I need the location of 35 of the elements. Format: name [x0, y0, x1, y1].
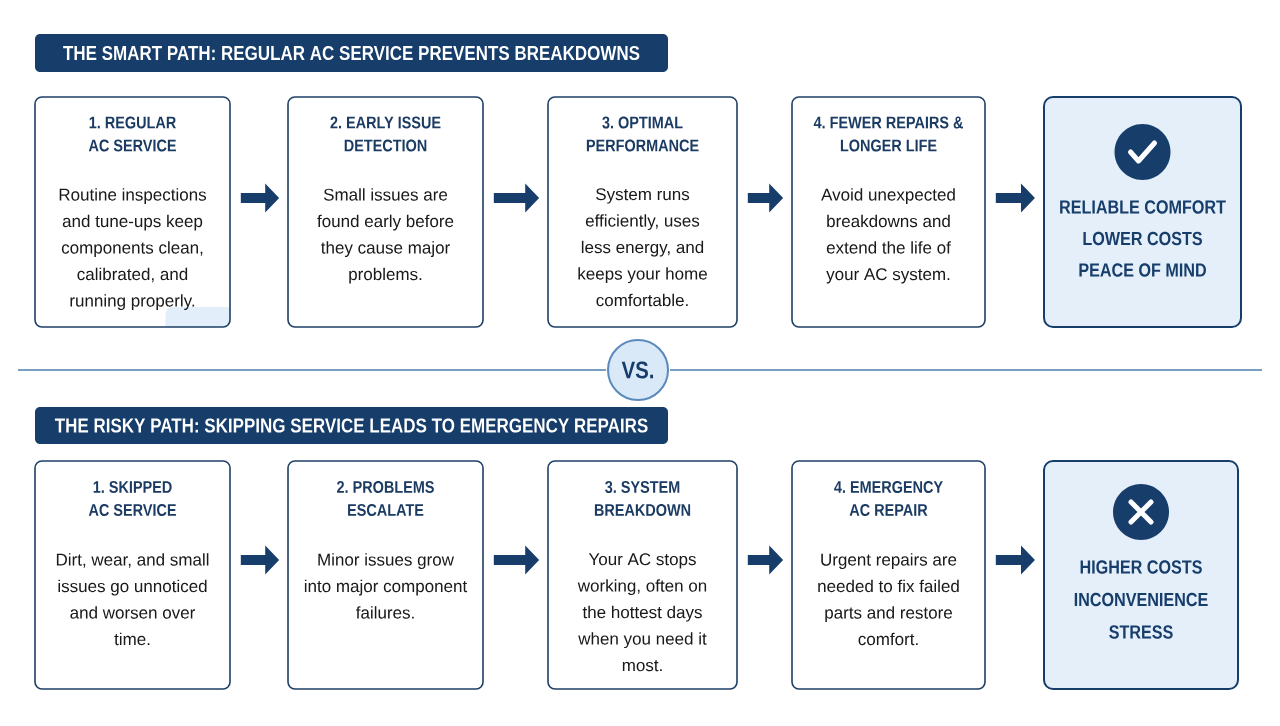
outcome-box — [1043, 460, 1239, 690]
step-description: System runs efficiently, uses less energy, and keeps your home comfortable. — [578, 188, 707, 307]
step-description: Routine inspections and tune-ups keep components clean, calibrated, and running properly. — [59, 188, 207, 311]
section-banner: THE SMART PATH: REGULAR AC SERVICE PREVENTS BREAKDOWNS — [35, 34, 668, 72]
step-description: Your AC stops working, often on the hottest days when you need it most. — [577, 553, 707, 672]
step-box — [791, 96, 986, 328]
step-heading: 2. PROBLEMS ESCALATE — [337, 480, 434, 516]
vs-badge: VS. — [607, 339, 669, 401]
step-box — [287, 96, 484, 328]
step-box — [34, 460, 231, 690]
step-description: Urgent repairs are needed to fix failed parts and restore comfort. — [818, 553, 959, 646]
step-box — [547, 96, 738, 328]
step-heading: 4. FEWER REPAIRS & LONGER LIFE — [813, 116, 963, 152]
step-heading: 2. EARLY ISSUE DETECTION — [330, 116, 441, 152]
step-heading: 3. OPTIMAL PERFORMANCE — [586, 116, 699, 152]
step-description: Small issues are found early before they cause major problems. — [317, 188, 454, 284]
outcome-label: INCONVENIENCE — [1074, 592, 1208, 607]
outcome-box — [1043, 96, 1242, 328]
step-box — [287, 460, 484, 690]
outcome-label: HIGHER COSTS — [1080, 560, 1202, 574]
step-description: Dirt, wear, and small issues go unnoticed and worsen over time. — [56, 553, 209, 646]
step-description: Minor issues grow into major component failures. — [304, 553, 468, 619]
outcome-label: LOWER COSTS — [1083, 231, 1202, 246]
step-heading: 4. EMERGENCY AC REPAIR — [834, 480, 943, 516]
outcome-label: RELIABLE COMFORT — [1060, 200, 1226, 214]
outcome-label: PEACE OF MIND — [1079, 263, 1206, 277]
step-description: Avoid unexpected breakdowns and extend the life of your AC system. — [821, 188, 955, 284]
step-heading: 1. SKIPPED AC SERVICE — [88, 480, 176, 516]
outcome-label: STRESS — [1109, 625, 1173, 639]
section-banner: THE RISKY PATH: SKIPPING SERVICE LEADS TO EMERGENCY REPAIRS — [35, 407, 668, 444]
step-heading: 3. SYSTEM BREAKDOWN — [594, 480, 691, 516]
step-heading: 1. REGULAR AC SERVICE — [88, 116, 176, 152]
step-box — [34, 96, 231, 328]
step-box — [791, 460, 986, 690]
step-box — [547, 460, 738, 690]
